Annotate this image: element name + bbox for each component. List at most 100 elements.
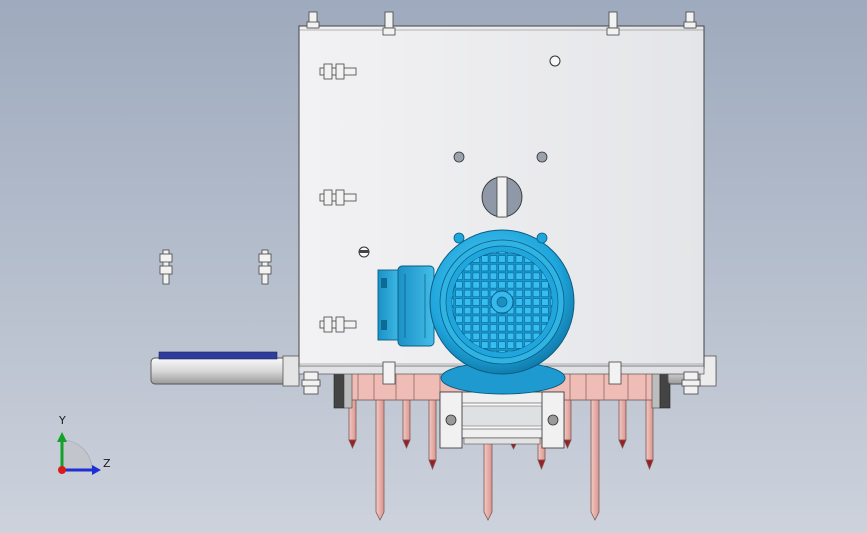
grille-cell xyxy=(498,252,506,255)
grille-cell xyxy=(452,306,455,315)
z-axis-label: Z xyxy=(103,457,111,470)
grille-cell xyxy=(532,306,540,315)
grille-cell xyxy=(515,306,523,315)
grille-cell xyxy=(481,306,489,315)
grille-cell xyxy=(472,272,480,280)
grille-cell xyxy=(506,324,515,332)
top-bolts xyxy=(306,11,697,36)
grille-cell xyxy=(498,272,506,280)
grille-cell xyxy=(532,298,540,306)
grille-cell xyxy=(532,281,540,289)
grille-cell xyxy=(506,281,515,289)
grille-cell xyxy=(498,315,506,323)
grille-cell xyxy=(472,298,480,306)
grille-cell xyxy=(472,315,480,323)
grille-cell xyxy=(515,324,523,332)
side-bolts xyxy=(319,63,357,333)
grille-cell xyxy=(472,332,480,341)
grille-cell xyxy=(489,341,498,349)
grille-cell xyxy=(506,332,515,341)
grille-cell xyxy=(541,298,549,306)
grille-cell xyxy=(463,281,472,289)
grille-cell xyxy=(463,306,472,315)
electric-motor xyxy=(377,229,575,395)
grille-cell xyxy=(506,263,515,272)
grille-cell xyxy=(481,281,489,289)
grille-cell xyxy=(489,281,498,289)
grille-cell xyxy=(506,315,515,323)
grille-cell xyxy=(481,332,489,341)
grille-cell xyxy=(515,332,523,341)
grille-cell xyxy=(463,298,472,306)
grille-cell xyxy=(532,272,540,280)
grille-cell xyxy=(455,306,463,315)
grille-cell xyxy=(452,289,455,298)
grille-cell xyxy=(463,289,472,298)
grille-cell xyxy=(489,324,498,332)
grille-cell xyxy=(463,315,472,323)
grille-cell xyxy=(515,263,523,272)
grille-cell xyxy=(515,281,523,289)
grille-cell xyxy=(506,349,515,352)
grille-cell xyxy=(455,298,463,306)
grille-cell xyxy=(532,324,540,332)
grille-cell xyxy=(481,289,489,298)
grille-cell xyxy=(455,315,463,323)
grille-cell xyxy=(524,332,532,341)
grille-cell xyxy=(489,349,498,352)
grille-cell xyxy=(498,324,506,332)
grille-cell xyxy=(472,281,480,289)
grille-cell xyxy=(489,315,498,323)
grille-cell xyxy=(524,263,532,272)
grille-cell xyxy=(524,324,532,332)
grille-cell xyxy=(515,298,523,306)
grille-cell xyxy=(455,289,463,298)
grille-cell xyxy=(524,298,532,306)
grille-cell xyxy=(455,281,463,289)
grille-cell xyxy=(498,349,506,352)
grille-cell xyxy=(481,263,489,272)
grille-cell xyxy=(481,255,489,263)
grille-cell xyxy=(515,255,523,263)
grille-cell xyxy=(541,289,549,298)
grille-cell xyxy=(452,298,455,306)
grille-cell xyxy=(498,281,506,289)
grille-cell xyxy=(498,255,506,263)
grille-cell xyxy=(524,272,532,280)
grille-cell xyxy=(472,306,480,315)
grille-cell xyxy=(541,306,549,315)
grille-cell xyxy=(481,324,489,332)
grille-cell xyxy=(506,252,515,255)
grille-cell xyxy=(498,341,506,349)
center-bearing-bracket xyxy=(439,391,565,449)
grille-cell xyxy=(481,315,489,323)
axis-triad xyxy=(57,432,101,475)
grille-cell xyxy=(524,306,532,315)
grille-cell xyxy=(532,289,540,298)
grille-cell xyxy=(498,263,506,272)
grille-cell xyxy=(524,315,532,323)
grille-cell xyxy=(489,263,498,272)
grille-cell xyxy=(506,341,515,349)
grille-cell xyxy=(472,289,480,298)
grille-cell xyxy=(506,255,515,263)
loose-bolts xyxy=(159,249,272,285)
grille-cell xyxy=(472,263,480,272)
grille-cell xyxy=(506,272,515,280)
grille-cell xyxy=(481,341,489,349)
grille-cell xyxy=(489,332,498,341)
grille-cell xyxy=(481,272,489,280)
grille-cell xyxy=(481,298,489,306)
grille-cell xyxy=(472,324,480,332)
grille-cell xyxy=(524,289,532,298)
grille-cell xyxy=(532,315,540,323)
grille-cell xyxy=(549,298,552,306)
grille-cell xyxy=(524,281,532,289)
terminal-box xyxy=(377,265,435,347)
grille-cell xyxy=(515,289,523,298)
grille-cell xyxy=(515,315,523,323)
grille-cell xyxy=(515,341,523,349)
grille-cell xyxy=(515,272,523,280)
